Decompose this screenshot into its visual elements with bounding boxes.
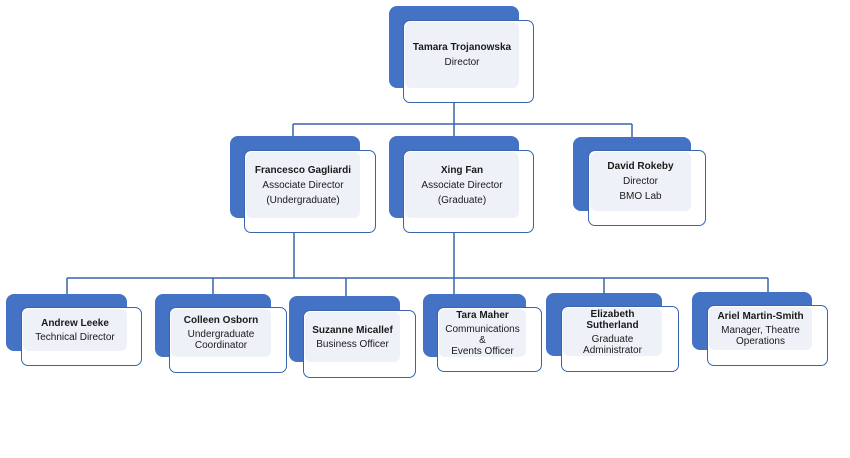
person-role-line2: Events Officer [451,345,514,357]
person-name: Tara Maher [456,309,509,321]
card-body: David Rokeby Director BMO Lab [590,152,691,211]
card-body: Tamara Trojanowska Director [405,22,519,88]
card-body: Xing Fan Associate Director (Graduate) [405,152,519,218]
person-name: Andrew Leeke [41,317,109,329]
person-name: Ariel Martin-Smith [717,310,804,322]
person-role: Associate Director [421,179,503,191]
person-role-line2: Coordinator [194,340,248,351]
person-role: Associate Director [262,179,344,191]
person-name: Xing Fan [440,164,484,176]
person-name: Suzanne Micallef [312,324,393,336]
person-role: Undergraduate [187,329,255,340]
card-body: Tara Maher Communications & Events Offic… [439,309,526,357]
person-name: David Rokeby [607,161,674,172]
card-body: Suzanne Micallef Business Officer [305,312,400,362]
person-name: Francesco Gagliardi [254,164,352,176]
connector-level2-level3 [66,233,769,296]
person-role-line2: (Undergraduate) [266,194,340,206]
card-body: Ariel Martin-Smith Manager, Theatre Oper… [709,307,812,350]
card-body: Francesco Gagliardi Associate Director (… [246,152,360,218]
person-role-line2: BMO Lab [619,191,662,202]
card-body: Colleen Osborn Undergraduate Coordinator [171,309,271,357]
card-body: Andrew Leeke Technical Director [23,309,127,351]
person-name: Tamara Trojanowska [412,42,512,53]
person-role: Manager, Theatre [721,324,800,336]
person-role: Technical Director [35,331,115,343]
person-role: Business Officer [316,338,389,350]
connector-director-level2 [292,103,633,137]
card-body: Elizabeth Sutherland Graduate Administra… [563,308,662,356]
person-role: Director [444,57,480,68]
person-role: Graduate Administrator [583,333,642,356]
person-role-line2: (Graduate) [437,194,487,206]
person-name: Elizabeth Sutherland [586,308,639,331]
person-role-line2: Operations [736,335,785,347]
person-role: Communications & [445,323,520,346]
person-name: Colleen Osborn [183,315,259,326]
person-role: Director [622,176,658,187]
